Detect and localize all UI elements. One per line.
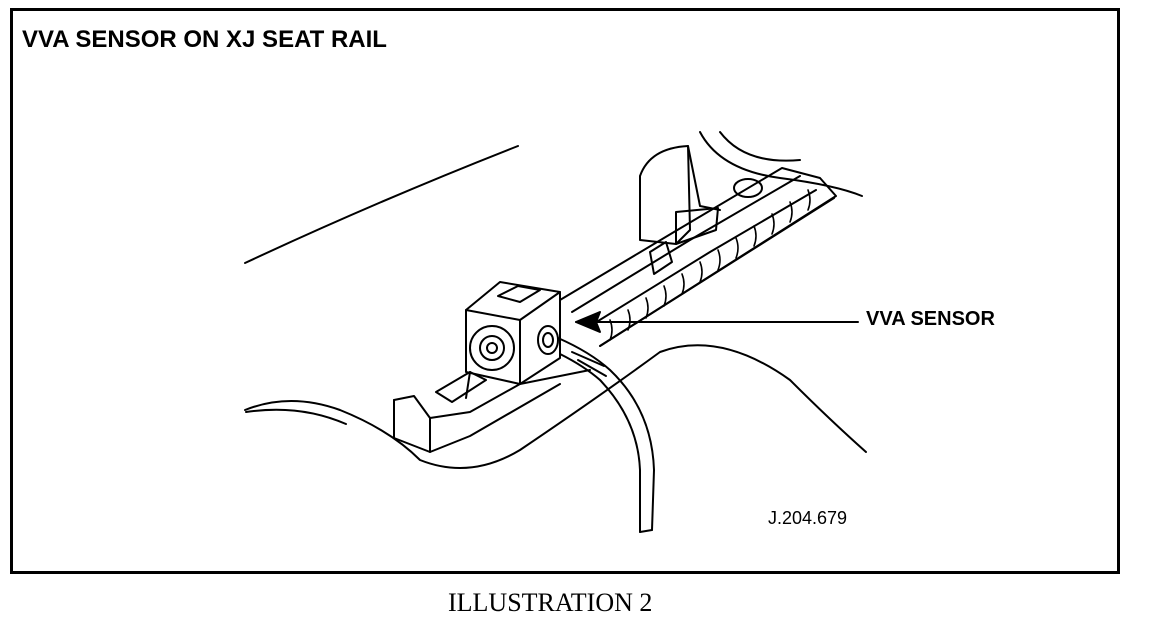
seat-cushion-outline	[244, 145, 519, 264]
connector-nut	[537, 325, 559, 355]
illustration-caption: ILLUSTRATION 2	[448, 588, 653, 617]
sensor-cable	[557, 337, 655, 531]
seat-upper-structure	[699, 131, 863, 197]
sensor-body	[465, 281, 561, 385]
rail-bracket	[639, 145, 691, 245]
rail-base	[393, 369, 591, 419]
diagram-title: VVA SENSOR ON XJ SEAT RAIL	[22, 26, 387, 53]
reference-number: J.204.679	[768, 508, 848, 528]
callout-arrowhead	[575, 311, 601, 333]
diagram-frame	[10, 8, 1120, 574]
floor-contour	[244, 344, 867, 469]
vva-sensor-label: VVA SENSOR	[866, 308, 995, 330]
